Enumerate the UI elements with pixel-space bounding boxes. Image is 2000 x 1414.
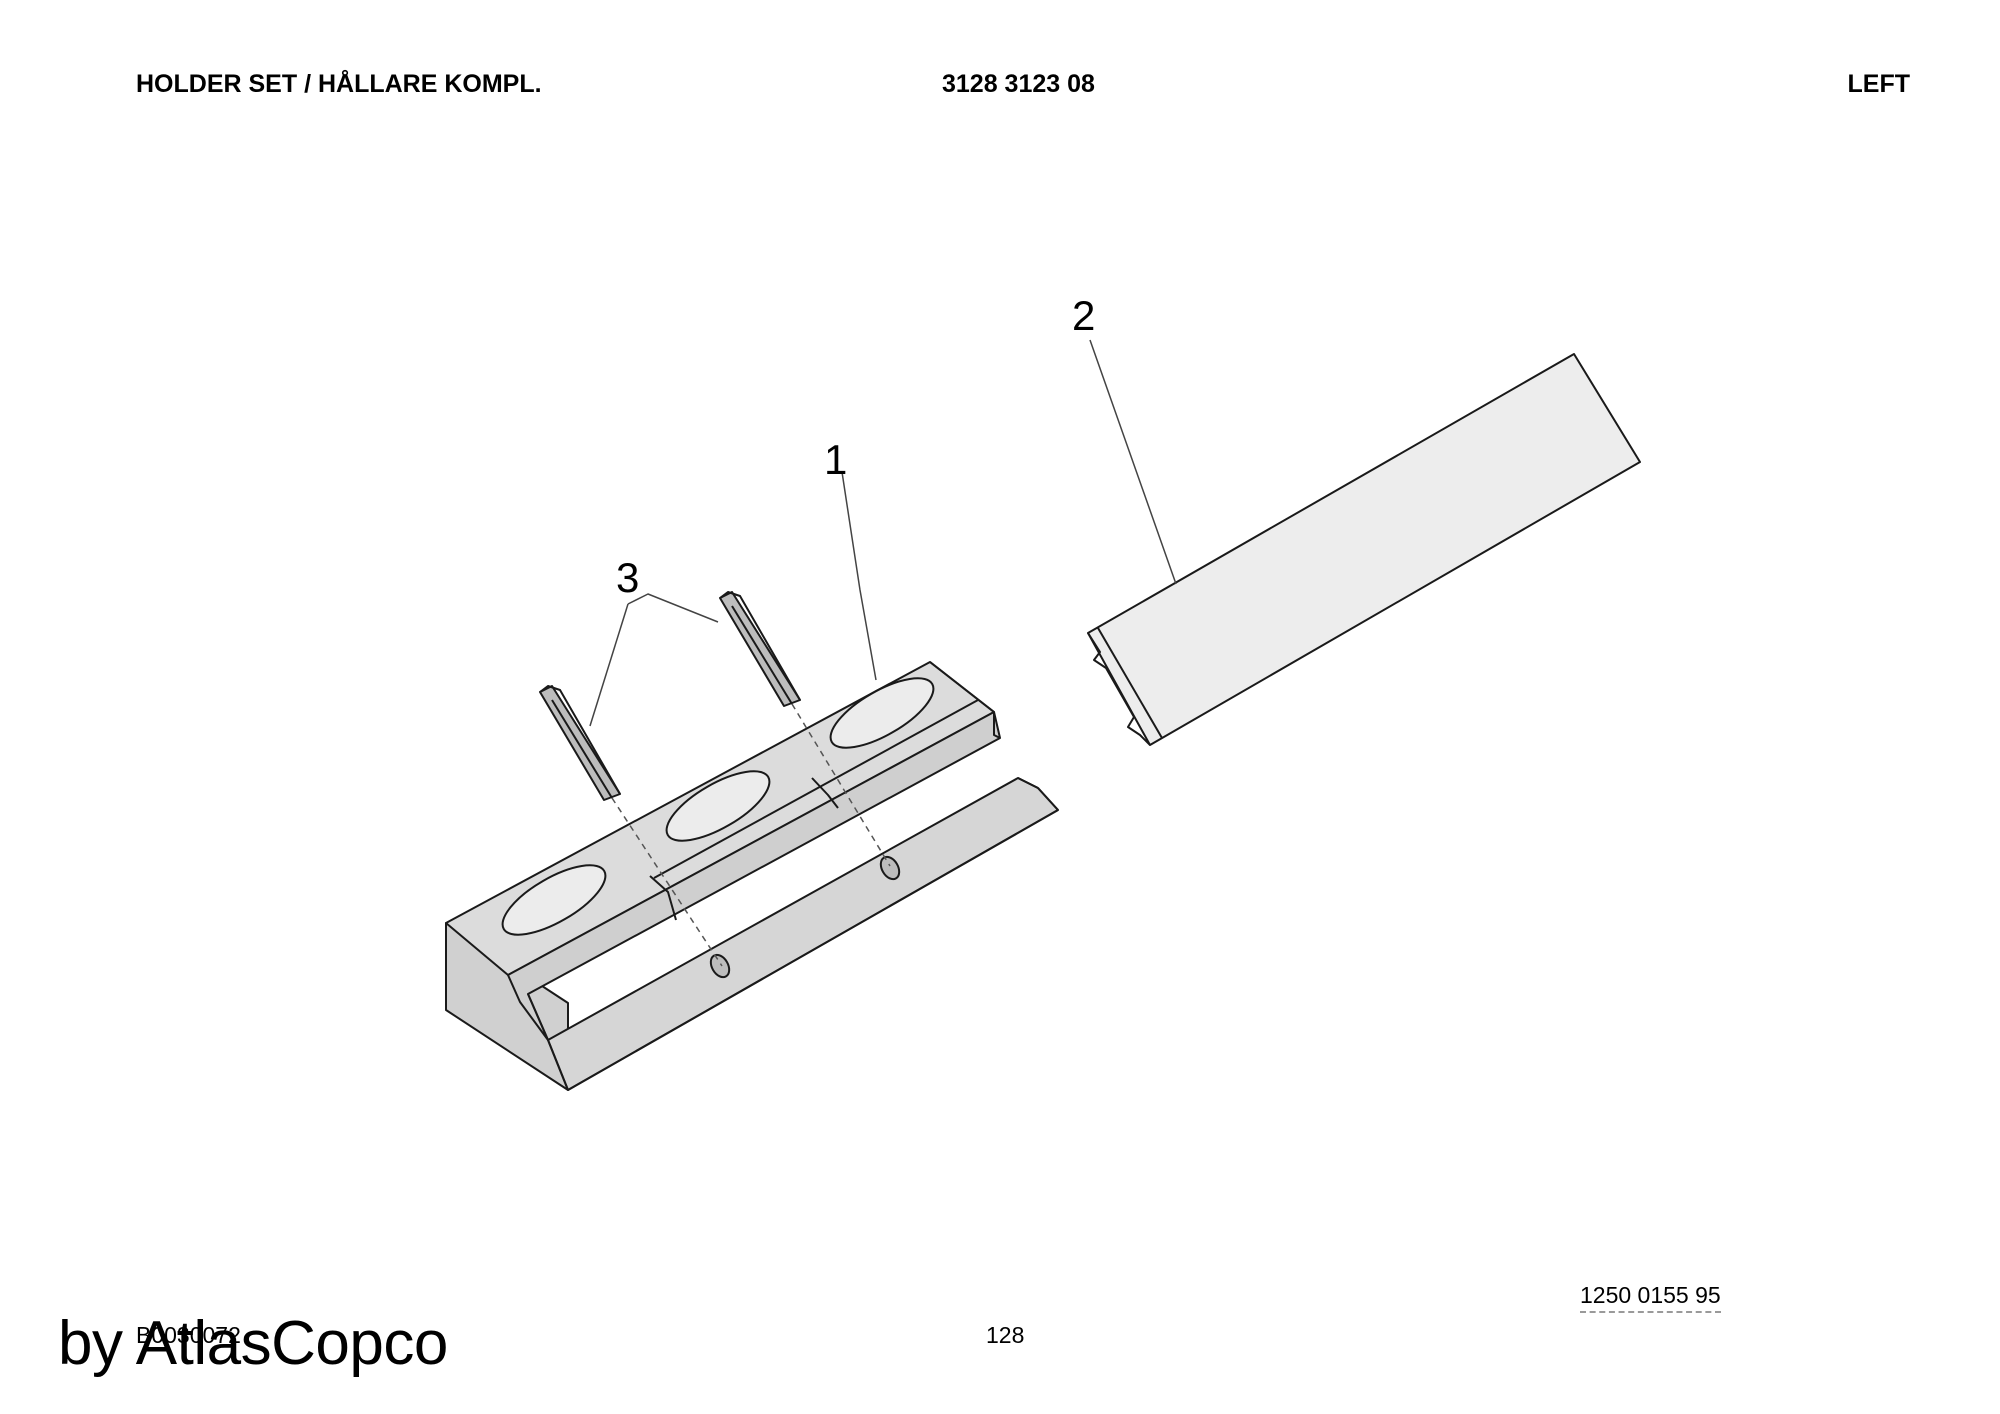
callout-1: 1 <box>824 436 847 483</box>
part-3-pin-right <box>719 591 801 707</box>
drawing-number: 1250 0155 95 <box>1580 1282 1721 1313</box>
part-number: 3128 3123 08 <box>942 70 1095 98</box>
leader-lines <box>589 339 1177 727</box>
atlascopco-watermark: by AtlasCopco <box>58 1309 448 1378</box>
callout-2: 2 <box>1072 292 1095 339</box>
side-label: LEFT <box>1847 70 1911 98</box>
callout-3: 3 <box>616 554 639 601</box>
part-1-holder-body <box>445 661 1059 1091</box>
assembly-lines <box>611 703 891 967</box>
part-3-pin-left <box>539 685 621 801</box>
page-number: 128 <box>986 1322 1025 1348</box>
illustration-code: B0030072 <box>136 1322 241 1348</box>
part-2-cover-strip <box>1087 353 1641 746</box>
page-title: HOLDER SET / HÅLLARE KOMPL. <box>136 70 542 98</box>
